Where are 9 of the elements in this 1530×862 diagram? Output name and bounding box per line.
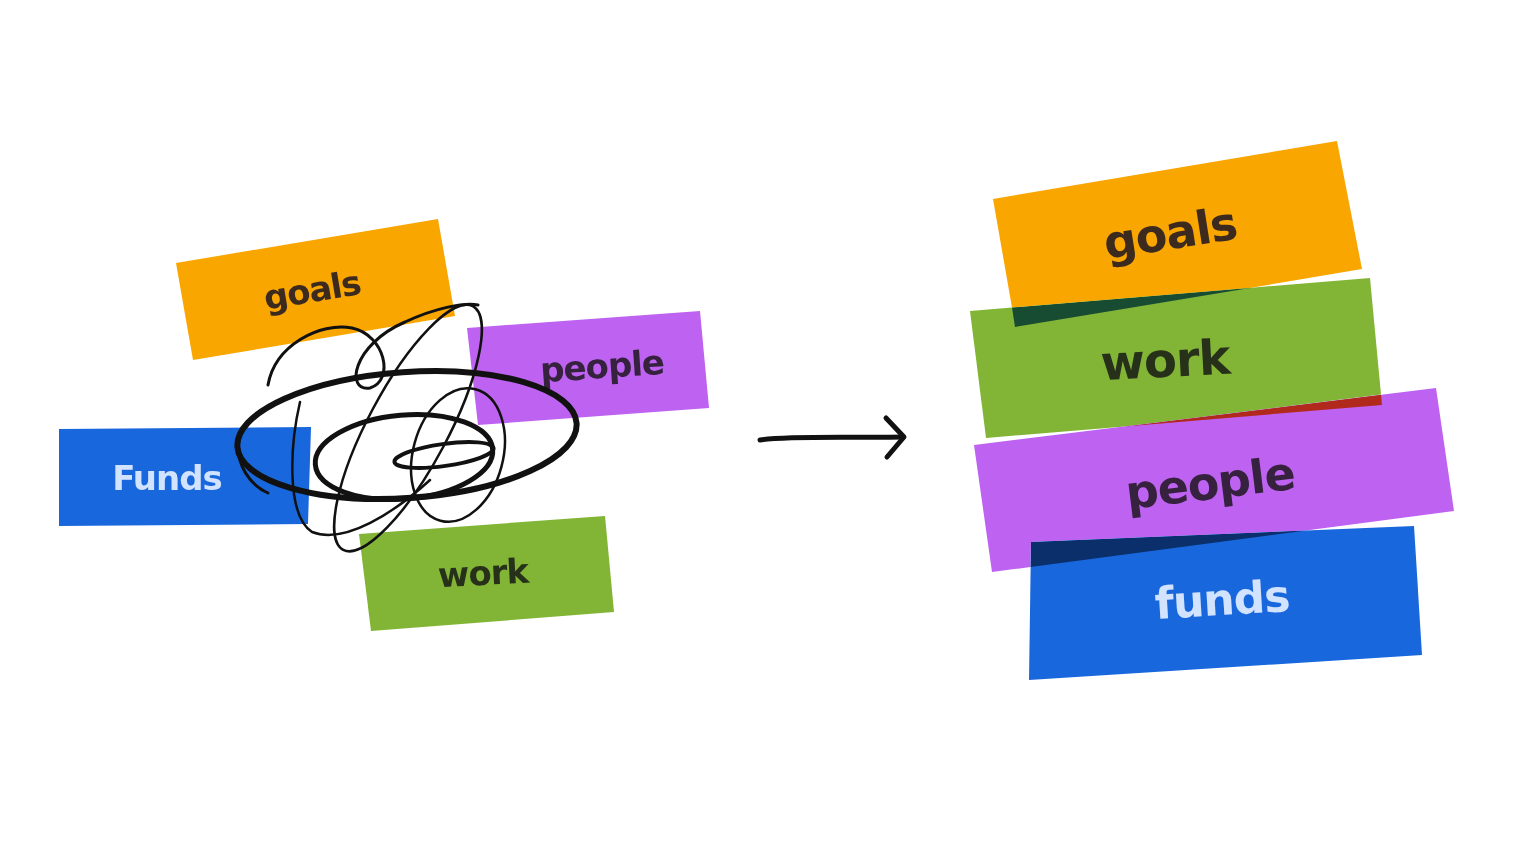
card-label: goals xyxy=(1100,199,1240,267)
card-label: funds xyxy=(1153,573,1291,627)
card-label: people xyxy=(539,344,665,388)
card-label: Funds xyxy=(112,461,222,495)
card-label: goals xyxy=(261,265,363,315)
card-label: people xyxy=(1123,449,1297,517)
word-card xyxy=(59,427,311,526)
card-label: work xyxy=(437,553,529,593)
card-label: work xyxy=(1099,332,1231,388)
